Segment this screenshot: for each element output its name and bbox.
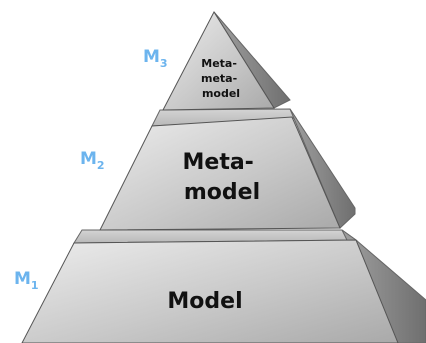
tier-model (21, 229, 426, 343)
level-label-m1: M1 (14, 269, 39, 292)
tier-model-label: Model (167, 289, 242, 314)
tier-metamodel-label: Meta- model (183, 150, 262, 205)
tier-metamodel-front-face (99, 116, 341, 231)
tier-metametamodel-label: Meta- meta- model (201, 57, 241, 100)
tier-model-front-face (21, 239, 399, 343)
tier-metametamodel-front-face (162, 10, 275, 111)
level-label-m2: M2 (80, 149, 105, 172)
level-label-m3: M3 (143, 47, 168, 70)
tier-metamodel (99, 108, 356, 231)
tier-metametamodel (162, 10, 291, 111)
